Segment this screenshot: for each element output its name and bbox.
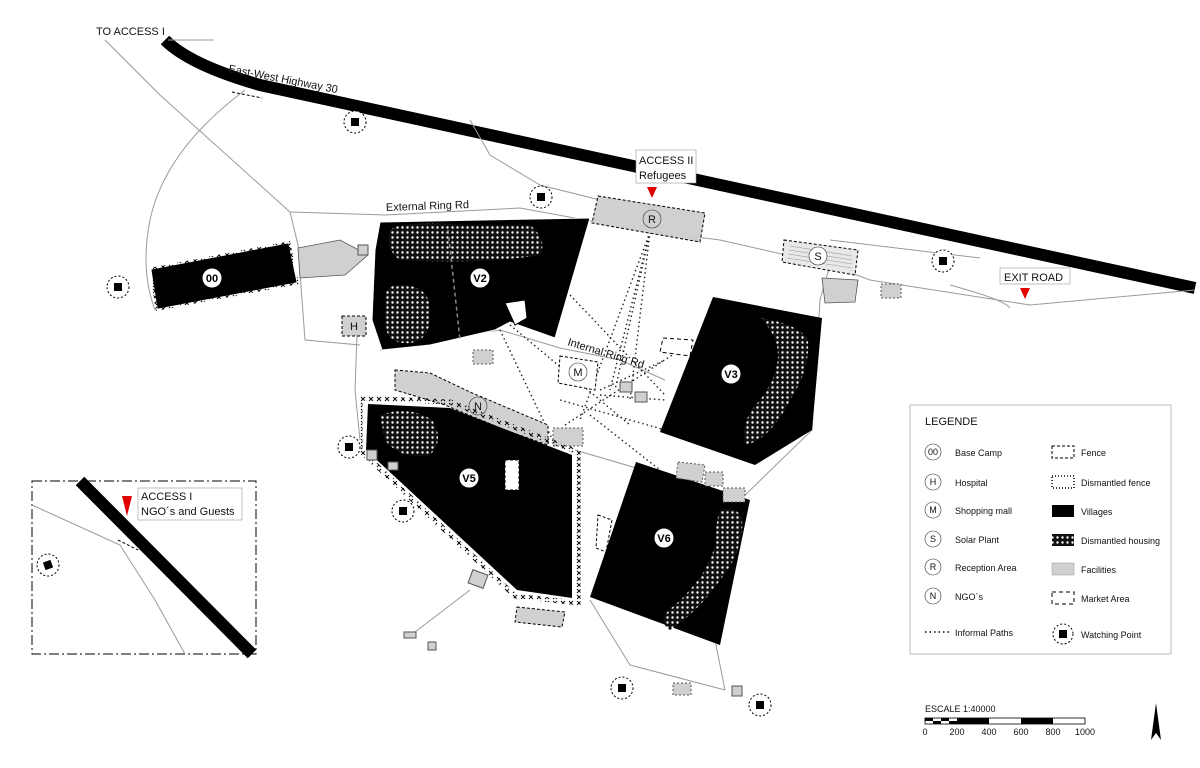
legend-symbol-reception: R — [930, 562, 937, 572]
v5-label: V5 — [462, 473, 475, 485]
mall-zone: M — [557, 355, 599, 391]
scale-tick: 600 — [1013, 727, 1028, 737]
highway-road — [160, 35, 1197, 294]
hospital-zone: H — [341, 315, 367, 337]
watching-point — [343, 110, 367, 134]
legend-title: LEGENDE — [925, 416, 978, 428]
watching-point — [529, 185, 553, 209]
legend-label-market-area: Market Area — [1081, 594, 1130, 604]
access2-marker: ACCESS II Refugees — [635, 149, 697, 198]
reception-marker: R — [648, 214, 656, 226]
watching-point — [610, 676, 634, 700]
to-access-label: TO ACCESS I — [96, 26, 165, 38]
exit-road-marker: EXIT ROAD — [999, 267, 1071, 299]
scale-title: ESCALE 1:40000 — [925, 704, 996, 714]
access1-title: ACCESS I — [141, 491, 192, 503]
scale-tick: 200 — [949, 727, 964, 737]
legend-label-informal-paths: Informal Paths — [955, 628, 1014, 638]
exit-road-label: EXIT ROAD — [1004, 272, 1063, 284]
map-legend: LEGENDE 00 Base Camp H Hospital M Shoppi… — [909, 404, 1172, 655]
hospital-marker: H — [350, 321, 358, 333]
scale-tick: 0 — [922, 727, 927, 737]
legend-symbol-solar: S — [930, 534, 936, 544]
v3-label: V3 — [724, 369, 737, 381]
village-v2: V2 — [371, 217, 591, 351]
village-v5: V5 — [357, 395, 581, 606]
watching-point — [748, 693, 772, 717]
watching-point — [337, 435, 361, 459]
village-v3: V3 — [660, 297, 822, 465]
watching-points — [106, 110, 955, 717]
access2-title: ACCESS II — [639, 155, 693, 167]
legend-label-basecamp: Base Camp — [955, 448, 1002, 458]
ngo-marker: N — [474, 401, 482, 413]
external-ring-label: External Ring Rd — [386, 199, 470, 214]
base-camp-marker: 00 — [206, 273, 218, 285]
legend-label-mall: Shopping mall — [955, 506, 1012, 516]
v6-label: V6 — [657, 533, 670, 545]
legend-label-watching-point: Watching Point — [1081, 630, 1142, 640]
north-arrow-icon — [1151, 703, 1161, 740]
legend-label-reception: Reception Area — [955, 563, 1017, 573]
scale-tick: 1000 — [1075, 727, 1095, 737]
legend-label-ngos: NGO´s — [955, 592, 983, 602]
informal-paths — [499, 231, 681, 471]
scale-tick: 400 — [981, 727, 996, 737]
legend-symbol-mall: M — [929, 505, 937, 515]
reception-zone: R — [591, 195, 706, 243]
watching-point — [931, 249, 955, 273]
watching-point — [106, 275, 130, 299]
legend-label-solar: Solar Plant — [955, 535, 1000, 545]
watching-point — [391, 499, 415, 523]
base-camp-zone: 00 — [149, 241, 299, 311]
legend-label-dismantled-fence: Dismantled fence — [1081, 478, 1151, 488]
legend-label-villages: Villages — [1081, 507, 1113, 517]
legend-label-fence: Fence — [1081, 448, 1106, 458]
scale-tick: 800 — [1045, 727, 1060, 737]
legend-label-hospital: Hospital — [955, 478, 988, 488]
legend-label-facilities: Facilities — [1081, 565, 1117, 575]
legend-label-dismantled-housing: Dismantled housing — [1081, 536, 1160, 546]
legend-symbol-ngos: N — [930, 591, 937, 601]
village-v6: V6 — [590, 462, 750, 645]
inset-access1: ACCESS I NGO´s and Guests — [31, 476, 257, 659]
solar-marker: S — [814, 251, 821, 263]
solar-plant-zone: S — [781, 239, 859, 276]
legend-symbol-basecamp: 00 — [928, 447, 938, 457]
mall-marker: M — [573, 367, 582, 379]
access2-subtitle: Refugees — [639, 170, 687, 182]
access1-subtitle: NGO´s and Guests — [141, 506, 235, 518]
legend-symbol-hospital: H — [930, 477, 937, 487]
v2-label: V2 — [473, 273, 486, 285]
scale-bar: ESCALE 1:40000 0 200 400 600 800 1000 — [922, 704, 1095, 737]
